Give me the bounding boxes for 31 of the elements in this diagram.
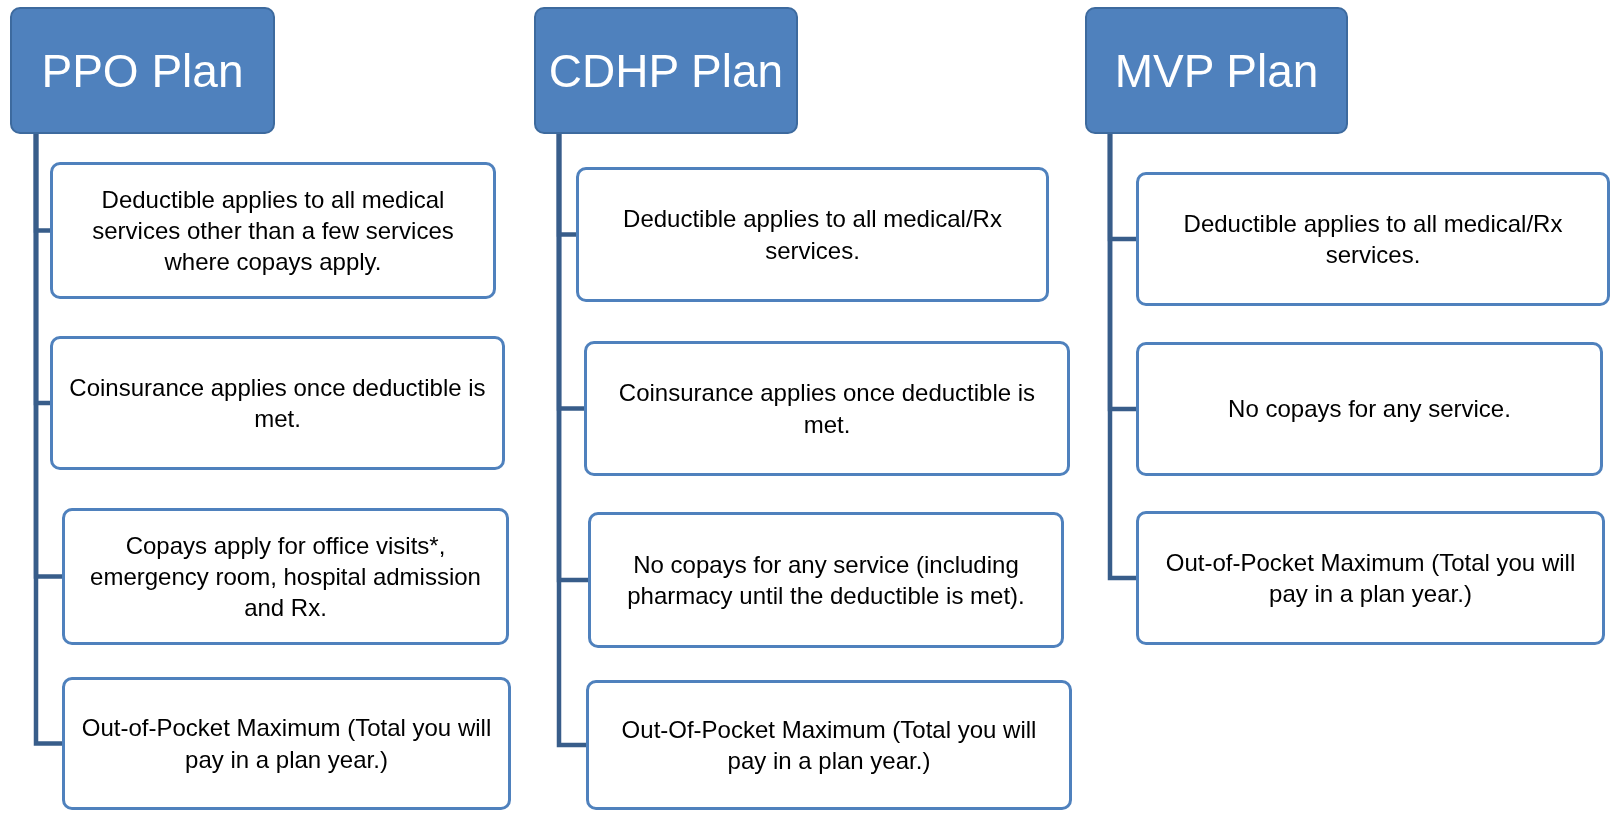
feature-text: Deductible applies to all medical services other than a few services where copays apply.	[91, 184, 455, 278]
connector-line	[1107, 134, 1136, 581]
feature-box	[1136, 511, 1605, 645]
feature-text: Coinsurance applies once deductible is met.	[617, 378, 1037, 440]
feature-text: Out-Of-Pocket Maximum (Total you will pay in a plan year.)	[620, 714, 1038, 776]
feature-box	[576, 167, 1049, 302]
plan-title: PPO Plan	[41, 43, 244, 98]
feature-box	[50, 162, 496, 299]
feature-box	[588, 512, 1064, 648]
feature-text: Deductible applies to all medical/Rx services.	[622, 204, 1003, 266]
plan-header	[10, 7, 275, 134]
feature-box	[586, 680, 1072, 810]
feature-text: Out-of-Pocket Maximum (Total you will pay in a plan year.)	[1164, 547, 1577, 609]
feature-box	[584, 341, 1070, 476]
plan-title: MVP Plan	[1114, 43, 1319, 98]
feature-text: Copays apply for office visits*, emergency room, hospital admission and Rx.	[89, 530, 482, 624]
plan-header	[534, 7, 798, 134]
feature-box	[62, 677, 511, 810]
feature-text: Coinsurance applies once deductible is met.	[68, 372, 487, 434]
feature-box	[62, 508, 509, 645]
plan-header	[1085, 7, 1348, 134]
feature-box	[1136, 342, 1603, 476]
feature-text: No copays for any service.	[1228, 394, 1511, 425]
connector-line	[33, 134, 62, 746]
plan-title: CDHP Plan	[548, 43, 784, 98]
feature-text: Out-of-Pocket Maximum (Total you will pay in a plan year.)	[80, 713, 493, 775]
feature-box	[50, 336, 505, 470]
feature-text: Deductible applies to all medical/Rx services.	[1182, 208, 1564, 270]
feature-text: No copays for any service (including pharmacy until the deductible is met).	[626, 549, 1026, 611]
feature-box	[1136, 172, 1610, 306]
connector-line	[556, 134, 586, 748]
